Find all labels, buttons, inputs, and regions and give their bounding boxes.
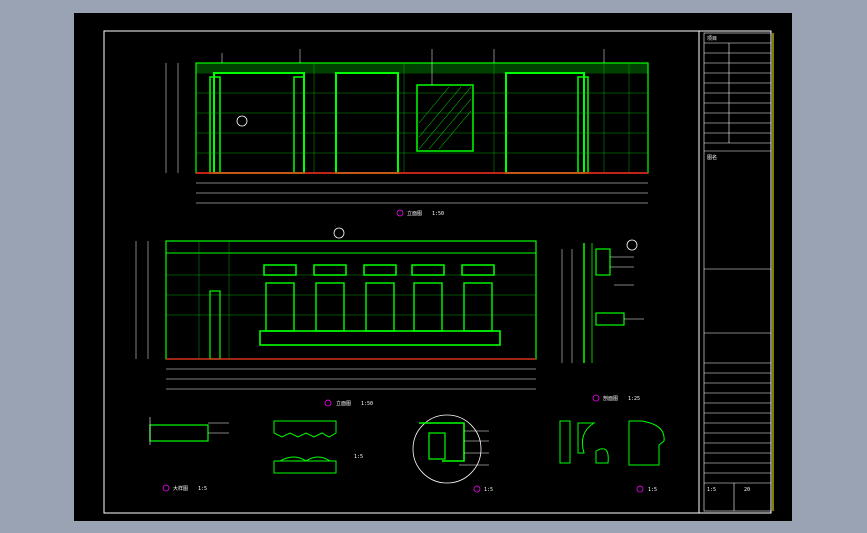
title-block-drawing-label: 图名 [707, 154, 717, 161]
drawing-sheet: 立面图 1:50 立面图 [74, 13, 792, 521]
elevation-2-caption-text: 立面图 [336, 400, 351, 407]
detail-a-caption: 大样图 1:5 [162, 484, 207, 492]
section-c [561, 239, 644, 363]
detail-f [412, 414, 489, 484]
title-block-sheet-no: 20 [744, 487, 750, 493]
elevation-1-caption: 立面图 1:50 [396, 209, 444, 217]
elevation-2-scale: 1:50 [361, 401, 373, 407]
detail-b-caption: 1:5 [354, 454, 363, 460]
title-block-scale: 1:5 [707, 487, 716, 493]
detail-g [559, 420, 665, 466]
elevation-1 [165, 49, 649, 204]
detail-f-caption: 1:5 [473, 485, 493, 493]
detail-b [273, 420, 337, 474]
section-c-caption-text: 剖面图 [603, 395, 618, 402]
detail-f-scale: 1:5 [484, 487, 493, 493]
title-block [703, 32, 772, 512]
section-c-caption: 剖面图 1:25 [592, 394, 640, 402]
cad-drawing: 立面图 1:50 立面图 [103, 30, 774, 514]
detail-a-caption-text: 大样图 [173, 485, 188, 492]
detail-g-caption: 1:5 [636, 485, 657, 493]
detail-a-scale: 1:5 [198, 486, 207, 492]
elevation-2 [135, 227, 537, 390]
detail-a [149, 417, 229, 445]
section-c-scale: 1:25 [628, 396, 640, 402]
elevation-1-scale: 1:50 [432, 211, 444, 217]
detail-b-scale: 1:5 [354, 454, 363, 460]
detail-g-scale: 1:5 [648, 487, 657, 493]
elevation-1-caption-text: 立面图 [407, 210, 422, 217]
title-block-project-label: 项目 [707, 36, 717, 42]
elevation-2-caption: 立面图 1:50 [324, 399, 373, 407]
